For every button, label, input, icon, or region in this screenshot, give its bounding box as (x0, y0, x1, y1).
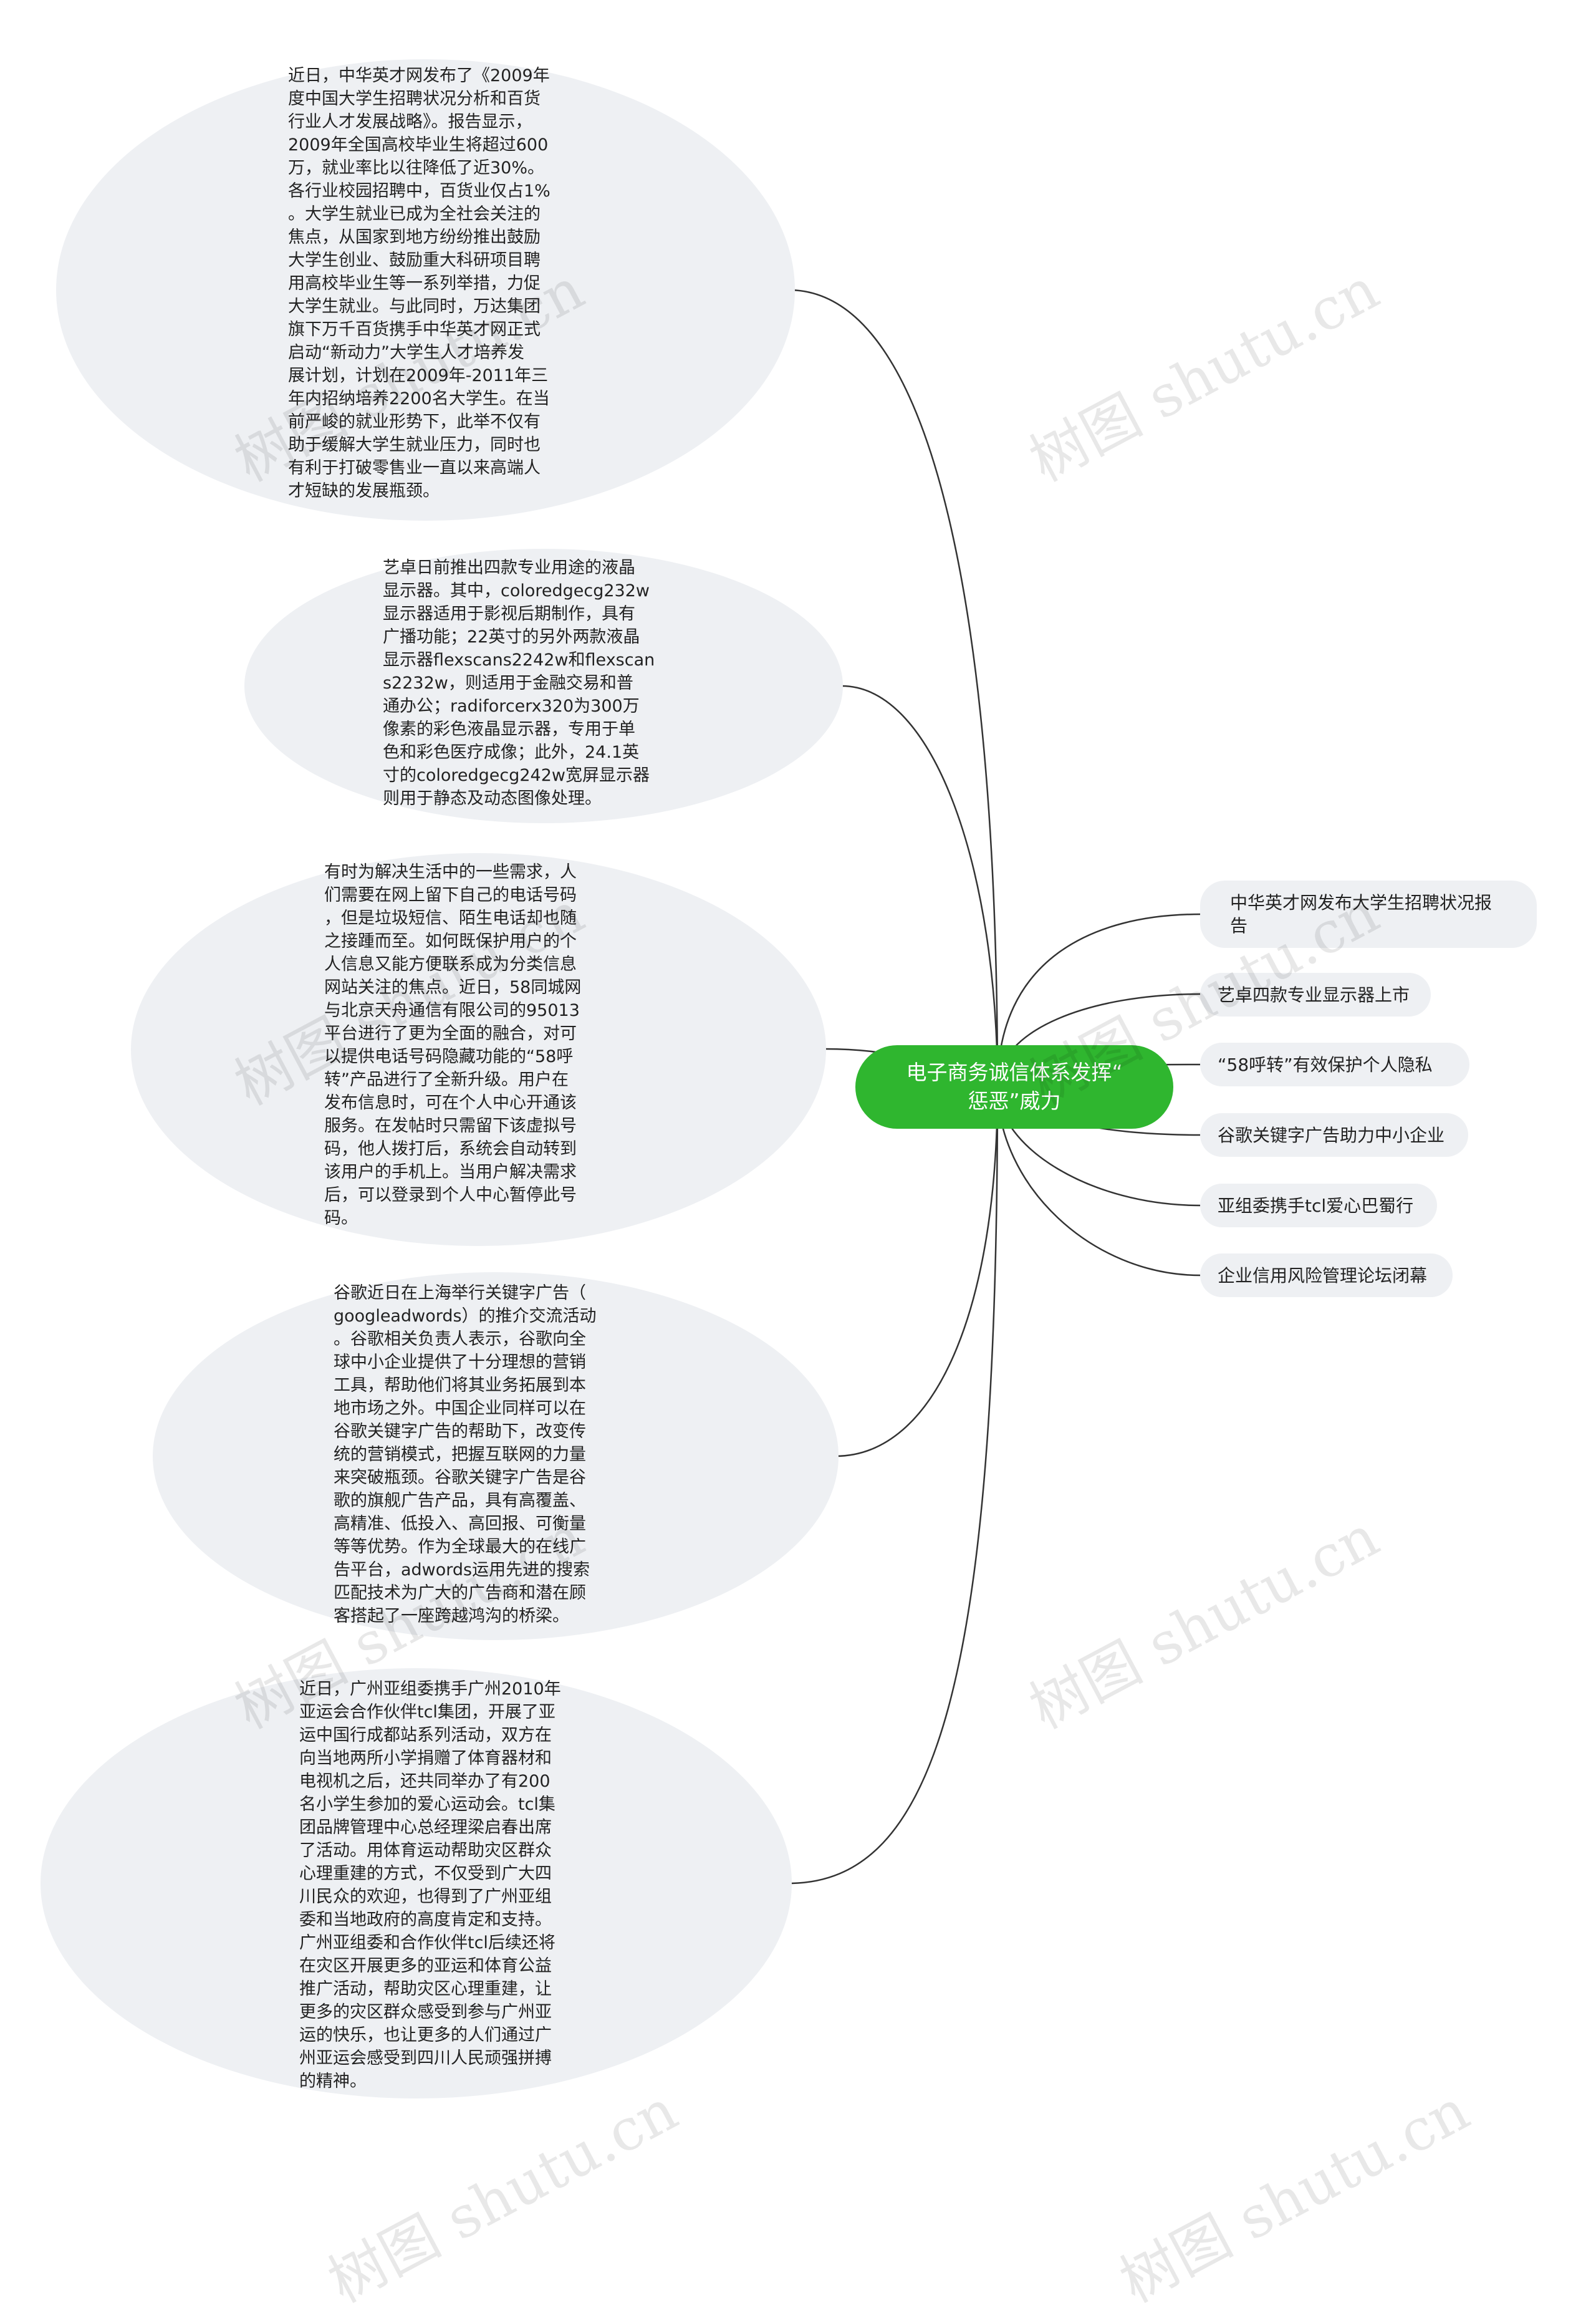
topic-eizo-displays[interactable]: 艺卓四款专业显示器上市 (1200, 973, 1431, 1017)
topic-credit-risk-forum[interactable]: 企业信用风险管理论坛闭幕 (1200, 1253, 1453, 1297)
detail-bubble-4: 谷歌近日在上海举行关键字广告（ googleadwords）的推介交流活动 。谷… (153, 1272, 839, 1640)
topic-label-3: “58呼转”有效保护个人隐私 (1218, 1054, 1433, 1075)
detail-bubble-1: 近日，中华英才网发布了《2009年 度中国大学生招聘状况分析和百货 行业人才发展… (56, 59, 795, 521)
detail-text-2: 艺卓日前推出四款专业用途的液晶 显示器。其中，coloredgecg232w 显… (383, 558, 655, 808)
detail-bubble-2: 艺卓日前推出四款专业用途的液晶 显示器。其中，coloredgecg232w 显… (244, 549, 843, 823)
detail-text-4: 谷歌近日在上海举行关键字广告（ googleadwords）的推介交流活动 。谷… (334, 1283, 597, 1626)
connector-right-1 (996, 913, 1201, 1088)
detail-text-1: 近日，中华英才网发布了《2009年 度中国大学生招聘状况分析和百货 行业人才发展… (288, 66, 550, 501)
connector-left-2 (841, 685, 999, 1088)
detail-text-5: 近日，广州亚组委携手广州2010年 亚运会合作伙伴tcl集团，开展了亚 运中国行… (299, 1679, 561, 2091)
central-topic-label: 电子商务诚信体系发挥“ 惩恶”威力 (906, 1060, 1123, 1113)
connector-left-5 (788, 1086, 999, 1885)
connector-left-1 (788, 289, 999, 1088)
topic-google-adwords[interactable]: 谷歌关键字广告助力中小企业 (1200, 1113, 1468, 1157)
topic-label-4: 谷歌关键字广告助力中小企业 (1218, 1124, 1445, 1146)
topic-asian-games-tcl[interactable]: 亚组委携手tcl爱心巴蜀行 (1200, 1184, 1437, 1227)
detail-bubble-5: 近日，广州亚组委携手广州2010年 亚运会合作伙伴tcl集团，开展了亚 运中国行… (41, 1668, 792, 2098)
topic-zhonghua-yingcai[interactable]: 中华英才网发布大学生招聘状况报 告 (1200, 881, 1537, 948)
central-topic[interactable]: 电子商务诚信体系发挥“ 惩恶”威力 (855, 1045, 1173, 1129)
detail-text-3: 有时为解决生活中的一些需求，人 们需要在网上留下自己的电话号码 ，但是垃圾短信、… (324, 862, 582, 1228)
connector-left-4 (835, 1086, 999, 1457)
detail-bubble-3: 有时为解决生活中的一些需求，人 们需要在网上留下自己的电话号码 ，但是垃圾短信、… (131, 853, 826, 1246)
topic-label-1: 中华英才网发布大学生招聘状况报 告 (1230, 892, 1493, 936)
topic-58-call-forward[interactable]: “58呼转”有效保护个人隐私 (1200, 1043, 1469, 1086)
topic-label-2: 艺卓四款专业显示器上市 (1218, 984, 1410, 1005)
topic-label-6: 企业信用风险管理论坛闭幕 (1218, 1265, 1428, 1286)
topic-label-5: 亚组委携手tcl爱心巴蜀行 (1218, 1195, 1414, 1216)
